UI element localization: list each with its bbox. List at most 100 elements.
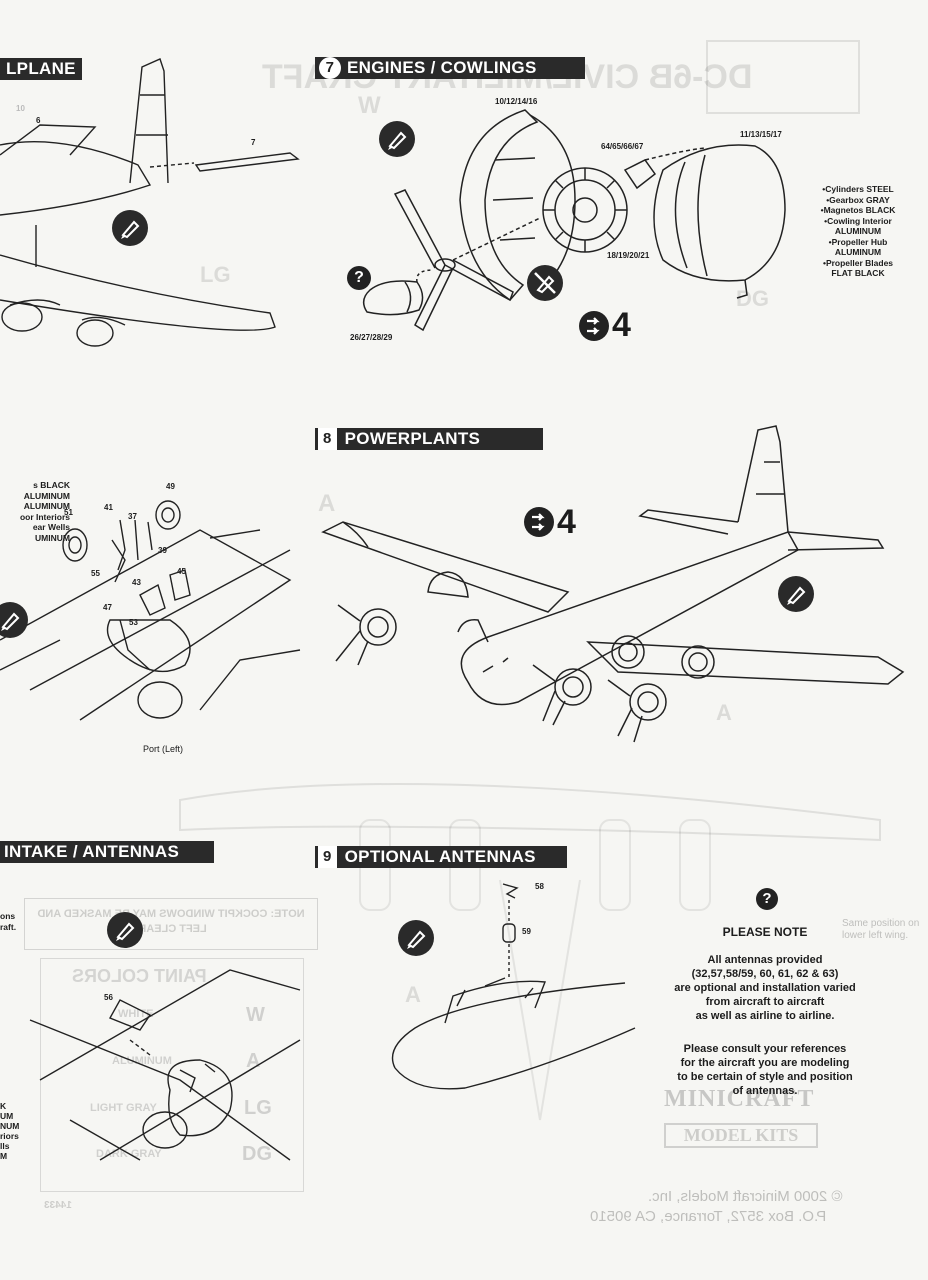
banner-tailplane-title: LPLANE <box>6 59 76 78</box>
ghost-brand-sub: MODEL KITS <box>664 1123 818 1148</box>
gear-part-55: 55 <box>91 569 100 578</box>
brush-icon <box>121 220 140 239</box>
gear-caption: Port (Left) <box>143 744 184 754</box>
ghost-letter-a: A <box>318 490 336 517</box>
gear-paint-2: ALUMINUM <box>23 501 70 511</box>
brush-icon <box>388 131 407 150</box>
gear-paint-1: ALUMINUM <box>23 490 70 501</box>
help-marker-note: ? <box>756 888 778 910</box>
tail-part-10: 10 <box>16 104 25 113</box>
note-title: PLEASE NOTE <box>722 925 808 939</box>
gear-diagram <box>0 500 301 721</box>
ghost-chart-row-2: LIGHT GRAY <box>90 1102 157 1114</box>
engine-paint-1: •Gearbox GRAY <box>826 194 890 205</box>
banner-antennas-number: 9 <box>318 846 337 868</box>
paint-marker-engines <box>379 121 415 157</box>
intake-side-0: ons <box>0 911 16 921</box>
intake-part-56: 56 <box>104 993 113 1002</box>
paint-marker-powerplants <box>778 576 814 612</box>
note2-line-3: of antennas. <box>732 1085 798 1097</box>
ghost-chart-code-2: LG <box>244 1097 272 1119</box>
intake-paint-5: M <box>0 1151 8 1161</box>
tailplane-diagram <box>0 58 300 347</box>
help-marker-engines: ? <box>347 266 371 290</box>
note-line-0: All antennas provided <box>707 954 823 966</box>
gear-paint-list: s BLACK ALUMINUM ALUMINUM oor Interiors … <box>0 480 70 543</box>
gear-part-41: 41 <box>104 503 113 512</box>
engine-paint-5: •Propeller Hub <box>828 236 888 247</box>
engine-paint-3: •Cowling Interior <box>824 215 892 226</box>
banner-powerplants-title: POWERPLANTS <box>344 429 481 448</box>
paint-marker-antennas <box>398 920 434 956</box>
engine-paint-7: •Propeller Blades <box>822 257 894 268</box>
antenna-part-58: 58 <box>535 882 544 891</box>
ghost-letter-w: W <box>358 92 381 119</box>
ghost-letter-a3: A <box>405 982 421 1007</box>
engine-paint-8: FLAT BLACK <box>831 268 885 278</box>
part-cowl: 11/13/15/17 <box>740 130 782 139</box>
gear-paint-0: s BLACK <box>33 480 70 490</box>
intake-diagram <box>29 969 301 1161</box>
intake-paint-3: riors <box>0 1131 19 1141</box>
powerplant-aircraft-diagram <box>321 425 905 743</box>
note2-line-2: to be certain of style and position <box>677 1071 853 1083</box>
note-line-2: are optional and installation varied <box>674 982 856 994</box>
engine-paint-2: •Magnetos BLACK <box>820 205 896 215</box>
gear-paint-5: UMINUM <box>35 532 70 543</box>
engine-paint-0: •Cylinders STEEL <box>822 184 894 194</box>
ghost-brand-logo: MINICRAFT MODEL KITS <box>664 1086 824 1170</box>
note-body-2: Please consult your references for the a… <box>640 1042 890 1098</box>
banner-powerplants: 8 POWERPLANTS <box>315 428 543 450</box>
paint-marker-tail <box>112 210 148 246</box>
gear-part-43: 43 <box>132 578 141 587</box>
gear-part-47: 47 <box>103 603 112 612</box>
ghost-wing-note: Same position on lower left wing. <box>842 918 920 941</box>
tail-part-6: 6 <box>36 116 41 125</box>
note2-line-1: for the aircraft you are modeling <box>680 1057 850 1069</box>
brush-icon <box>787 586 806 605</box>
brush-icon <box>407 930 426 949</box>
gear-paint-3: oor Interiors <box>19 511 70 522</box>
ghost-letter-a2: A <box>716 700 732 725</box>
part-exhaust: 64/65/66/67 <box>601 142 644 151</box>
part-spinner: 18/19/20/21 <box>607 251 650 260</box>
ghost-brand-name: MINICRAFT <box>664 1086 815 1112</box>
note-line-4: as well as airline to airline. <box>695 1010 835 1022</box>
step-marker-powerplants <box>524 507 554 537</box>
ghost-chart-code-0: W <box>246 1004 265 1026</box>
banner-intake-title: INTAKE / ANTENNAS <box>4 842 180 861</box>
banner-powerplants-number: 8 <box>318 428 337 450</box>
step-number-engines: 4 <box>612 306 631 344</box>
step-number-powerplants: 4 <box>557 503 576 541</box>
no-paint-icon <box>534 272 556 294</box>
note2-line-0: Please consult your references <box>683 1043 847 1055</box>
intake-side-text: ons raft. <box>0 911 16 932</box>
banner-antennas: 9 OPTIONAL ANTENNAS <box>315 846 567 868</box>
intake-paint-1: UM <box>0 1111 14 1121</box>
banner-tailplane: LPLANE <box>0 58 82 80</box>
gear-part-37: 37 <box>128 512 137 521</box>
brush-icon <box>116 922 135 941</box>
gear-part-53: 53 <box>129 618 138 627</box>
engine-diagram <box>362 109 786 332</box>
note-line-1: (32,57,58/59, 60, 61, 62 & 63) <box>691 968 839 980</box>
engine-paint-list: •Cylinders STEEL •Gearbox GRAY •Magnetos… <box>808 184 908 279</box>
banner-engines-number: 7 <box>319 57 341 79</box>
banner-antennas-title: OPTIONAL ANTENNAS <box>344 847 536 866</box>
step-marker-engines <box>579 311 609 341</box>
arrow-right-icon <box>587 317 600 335</box>
paint-marker-intake <box>107 912 143 948</box>
ghost-chart-code-3: DG <box>242 1143 272 1165</box>
tail-part-7: 7 <box>251 138 256 147</box>
gear-part-49: 49 <box>166 482 175 491</box>
intake-side-1: raft. <box>0 921 17 932</box>
ghost-brand-box <box>706 40 860 114</box>
ghost-color-chart <box>40 958 304 1192</box>
antenna-diagram <box>391 883 636 1090</box>
intake-paint-4: lls <box>0 1141 10 1151</box>
antenna-part-59: 59 <box>522 927 531 936</box>
banner-intake: INTAKE / ANTENNAS <box>0 841 214 863</box>
ghost-chart-row-0: WHITE <box>118 1008 154 1020</box>
paint-marker-gear <box>0 602 28 638</box>
